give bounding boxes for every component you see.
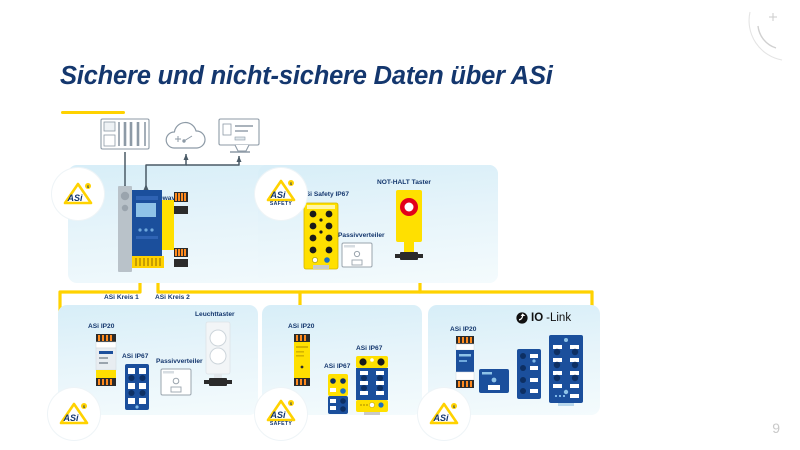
plc-icon <box>100 118 150 150</box>
passivverteiler-label-bl: Passivverteiler <box>156 358 203 365</box>
svg-text:ASi: ASi <box>66 193 83 203</box>
svg-text:S: S <box>290 402 293 406</box>
asi-ip20-module-bm[interactable] <box>294 334 310 386</box>
asi-ip20-module-bl[interactable] <box>95 334 117 386</box>
svg-text:ASi: ASi <box>432 413 449 423</box>
io-link-mark-icon <box>516 312 528 324</box>
asi-safety-ip67-label: ASi Safety IP67 <box>301 191 350 198</box>
asi-ip20-label-bm: ASi IP20 <box>288 323 315 330</box>
leuchttaster-label: Leuchttaster <box>195 311 235 318</box>
cloud-icon <box>165 121 206 149</box>
io-link-brand: IO <box>531 312 544 324</box>
svg-text:ASi: ASi <box>62 413 79 423</box>
monitor-icon <box>218 118 260 153</box>
illuminated-pushbutton[interactable] <box>203 321 233 390</box>
network-diagram: Gateway AS <box>0 118 800 440</box>
badge-asi-gateway: ASi S <box>52 168 104 220</box>
asi-ip67-module-bm-small[interactable] <box>327 373 349 415</box>
svg-text:ASi: ASi <box>269 410 286 420</box>
decorative-arc <box>748 11 783 61</box>
asi-ip20-label-br: ASi IP20 <box>450 326 477 333</box>
asi-ip20-label-bl: ASi IP20 <box>88 323 115 330</box>
badge-subtitle: SAFETY <box>269 201 293 208</box>
asi-logo-icon: ASi S <box>63 182 93 205</box>
asi-logo-icon: ASi S <box>266 180 296 202</box>
not-halt-taster-label: NOT-HALT Taster <box>377 179 431 186</box>
svg-text:S: S <box>290 182 293 186</box>
passive-splitter-top[interactable] <box>341 242 373 268</box>
asi-logo-icon: ASi S <box>59 402 89 425</box>
asi-circuit-2-label: ASi Kreis 2 <box>155 294 190 301</box>
asi-ip20-module-br[interactable] <box>455 336 475 388</box>
emergency-stop-button[interactable] <box>393 190 425 268</box>
page-number: 9 <box>772 420 780 436</box>
asi-ip67-module-bl[interactable] <box>124 363 150 411</box>
io-link-device-small[interactable] <box>478 368 510 394</box>
badge-asi-bottom-right: ASi S <box>418 388 470 440</box>
badge-subtitle: SAFETY <box>269 421 293 428</box>
svg-text:S: S <box>87 185 90 189</box>
passivverteiler-label-top: Passivverteiler <box>338 232 385 239</box>
svg-text:ASi: ASi <box>269 190 286 200</box>
asi-ip67-label-bm-small: ASi IP67 <box>324 363 351 370</box>
badge-asi-bottom-left: ASi S <box>48 388 100 440</box>
asi-logo-icon: ASi S <box>266 400 296 422</box>
asi-circuit-1-label: ASi Kreis 1 <box>104 294 139 301</box>
io-link-device-large[interactable] <box>548 334 584 406</box>
title-underline <box>61 111 125 114</box>
badge-asi-bottom-middle: ASi S SAFETY <box>255 388 307 440</box>
asi-ip67-module-bm-large[interactable] <box>355 355 389 415</box>
asi-logo-icon: ASi S <box>429 402 459 425</box>
io-link-logo: IO-Link <box>516 312 571 324</box>
io-link-device-medium[interactable] <box>516 348 542 400</box>
gateway-device[interactable] <box>118 186 190 272</box>
passive-splitter-bl[interactable] <box>160 368 192 396</box>
svg-text:S: S <box>83 405 86 409</box>
page-title: Sichere und nicht-sichere Daten über ASi <box>60 62 553 90</box>
asi-safety-ip67-module[interactable] <box>303 202 339 270</box>
asi-ip67-label-bl: ASi IP67 <box>122 353 149 360</box>
io-link-suffix: -Link <box>546 312 572 324</box>
badge-asi-safety-top: ASi S SAFETY <box>255 168 307 220</box>
asi-ip67-label-bm-large: ASi IP67 <box>356 345 383 352</box>
svg-text:S: S <box>453 405 456 409</box>
